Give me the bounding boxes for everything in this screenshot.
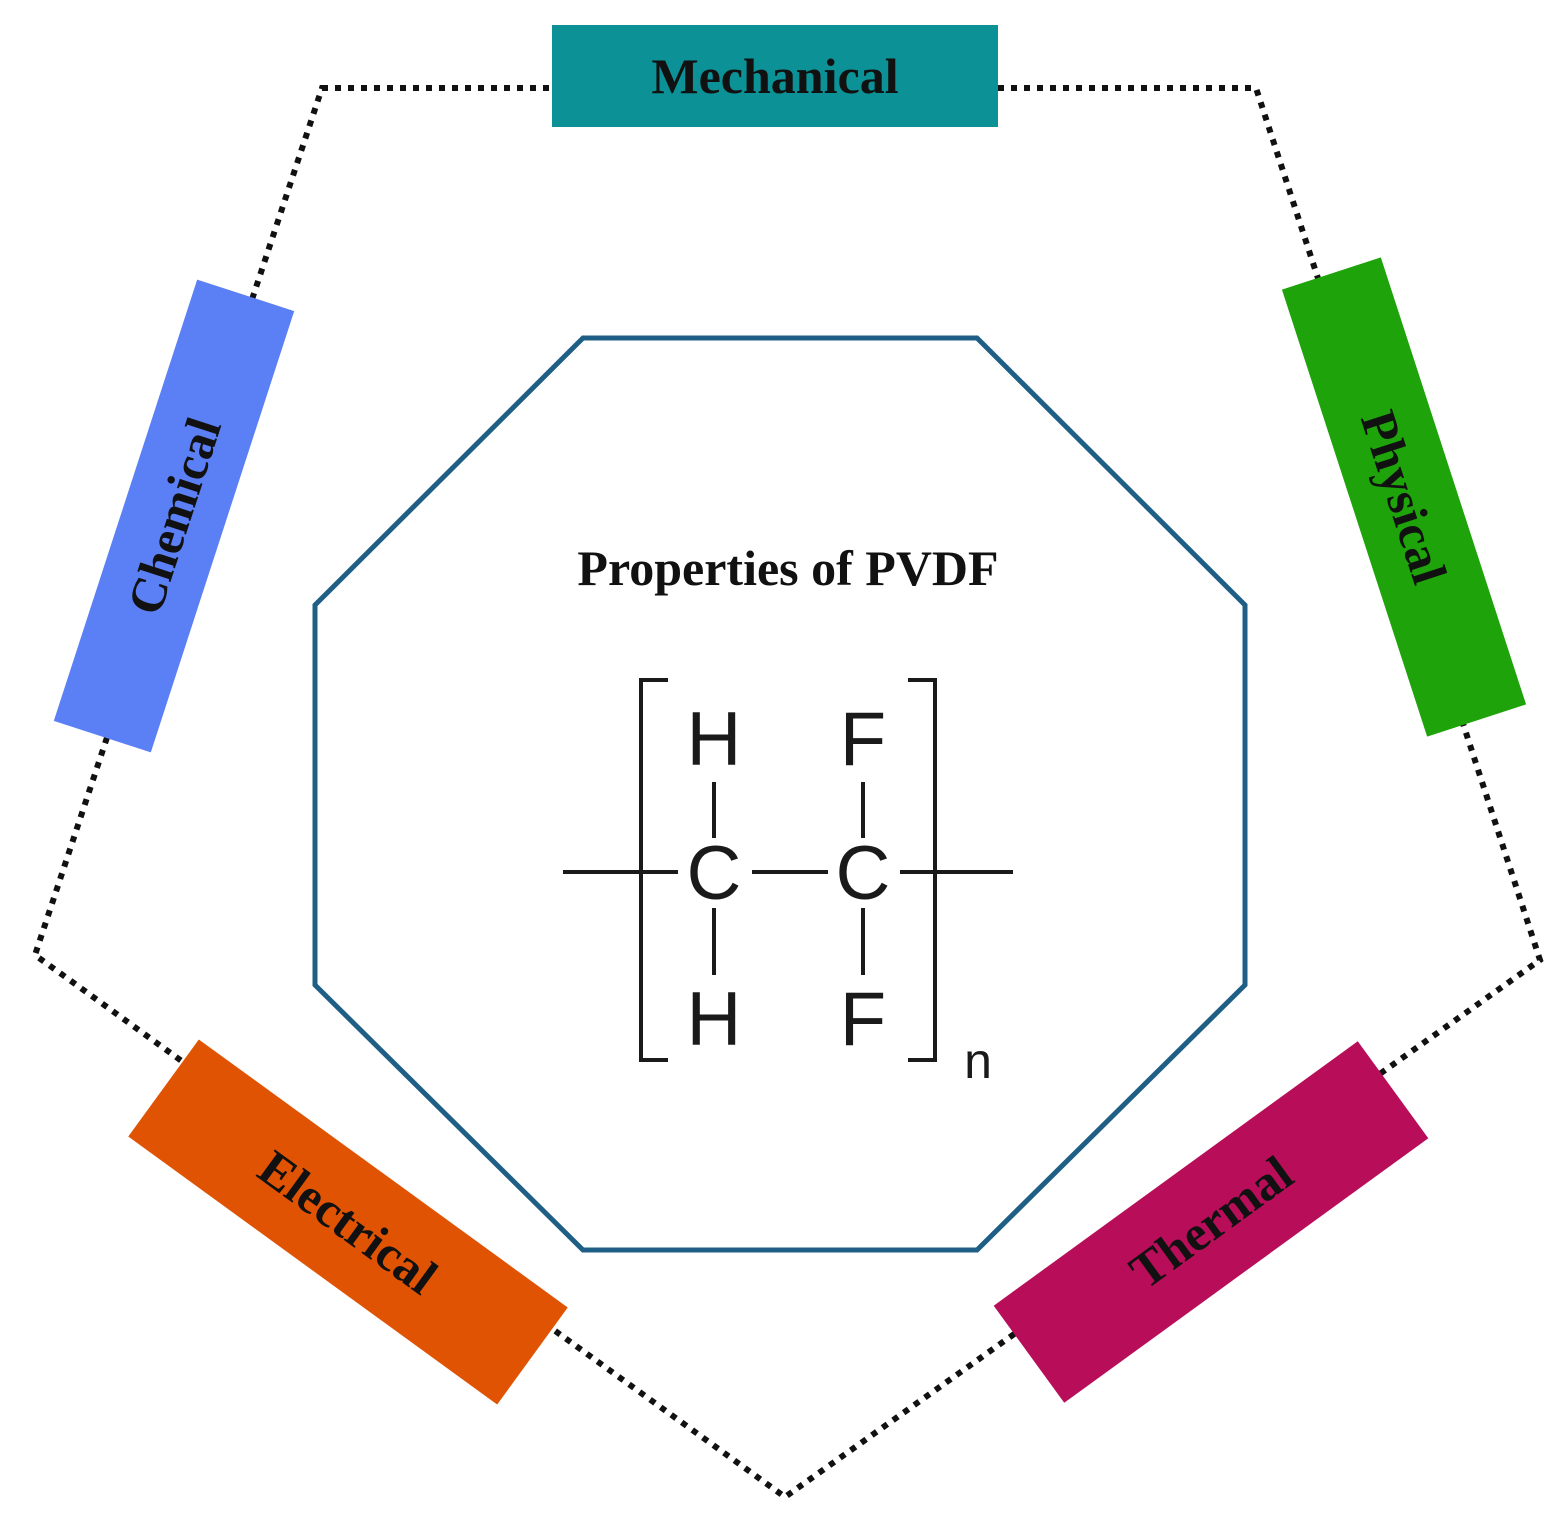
property-chemical: Chemical (53, 279, 295, 753)
atom-fluorine-top: F (840, 697, 886, 782)
property-mechanical: Mechanical (552, 25, 998, 127)
property-physical-box (1281, 257, 1527, 737)
atom-carbon-right: C (836, 831, 891, 916)
property-electrical-box (128, 1039, 568, 1405)
atom-hydrogen-bottom: H (687, 977, 742, 1062)
central-octagon (312, 335, 1248, 1253)
diagram-title: Properties of PVDF (577, 540, 998, 596)
property-thermal-box (993, 1041, 1429, 1403)
property-physical: Physical (1281, 257, 1527, 737)
property-mechanical-label: Mechanical (651, 48, 898, 104)
pvdf-structure: H F C C H F n (563, 678, 1013, 1089)
repeat-unit-subscript: n (964, 1033, 992, 1089)
atom-carbon-left: C (687, 831, 742, 916)
property-mechanical-box (552, 25, 998, 127)
atom-hydrogen-top: H (687, 697, 742, 782)
atom-fluorine-bottom: F (840, 977, 886, 1062)
property-chemical-box (53, 279, 295, 753)
